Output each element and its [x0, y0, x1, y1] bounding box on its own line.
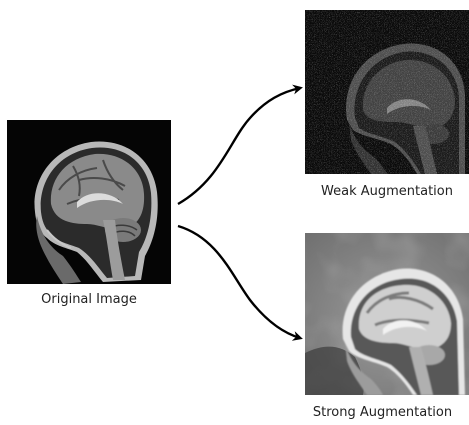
arrow-to-weak-icon [178, 88, 300, 204]
weak-augmentation-caption: Weak Augmentation [305, 184, 469, 199]
arrow-to-strong-icon [178, 226, 300, 338]
original-image-caption: Original Image [7, 292, 171, 307]
strong-augmentation-caption: Strong Augmentation [296, 405, 469, 420]
